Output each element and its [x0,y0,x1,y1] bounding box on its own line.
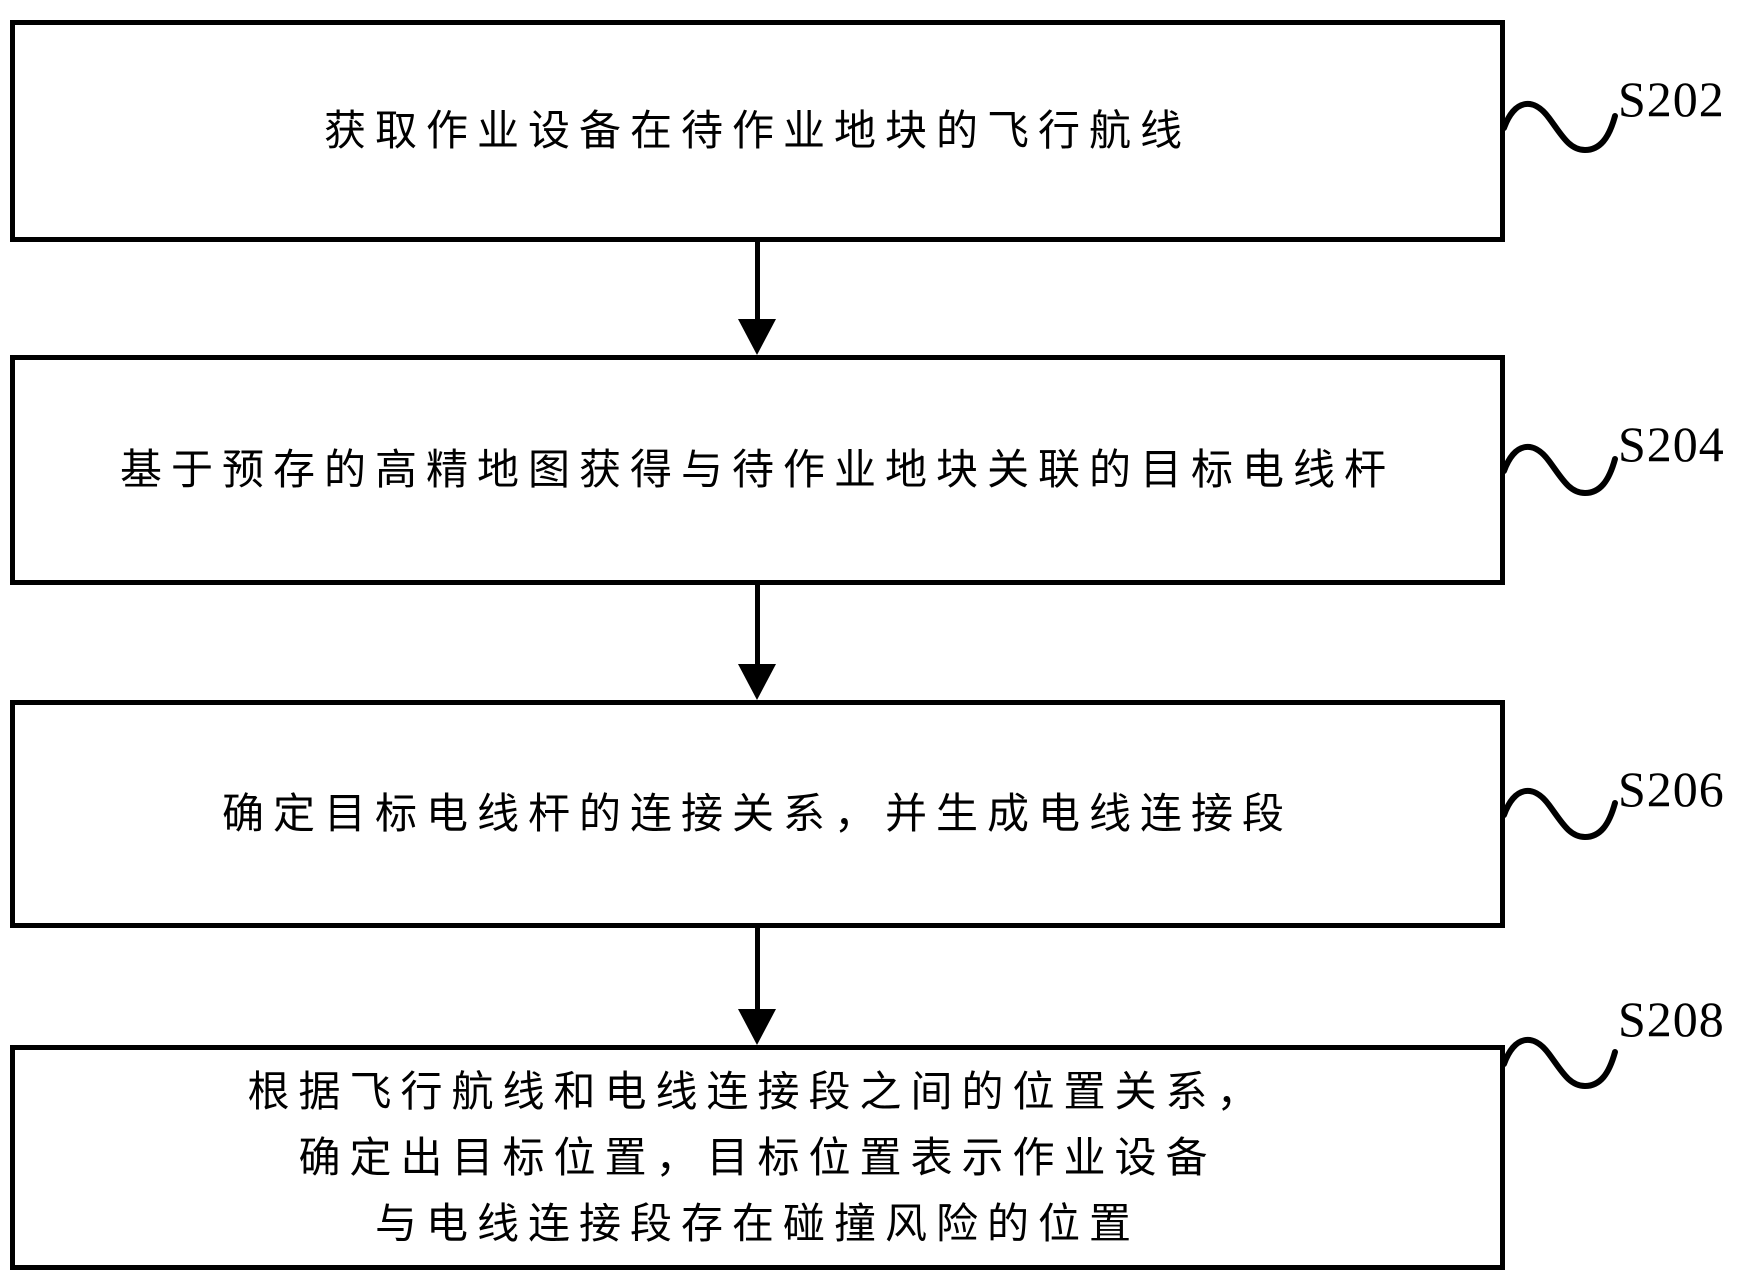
box-text: 获取作业设备在待作业地块的飞行航线 [15,98,1500,164]
box-text-line: 根据飞行航线和电线连接段之间的位置关系， [247,1066,1268,1116]
arrow-head [738,319,776,355]
box-text-line: 确定目标电线杆的连接关系，并生成电线连接段 [221,789,1293,838]
wavy-connector-icon [1501,443,1618,497]
step-label: S208 [1618,991,1725,1047]
wavy-connector-icon [1501,787,1618,841]
step-label: S206 [1618,761,1725,817]
flowchart-box-step-2: 基于预存的高精地图获得与待作业地块关联的目标电线杆 [10,355,1505,585]
box-text: 基于预存的高精地图获得与待作业地块关联的目标电线杆 [15,437,1500,503]
arrow-down-icon [738,928,776,1045]
arrow-stem [754,928,760,1009]
flowchart-box-step-4: 根据飞行航线和电线连接段之间的位置关系， 确定出目标位置，目标位置表示作业设备 … [10,1045,1505,1270]
box-text: 确定目标电线杆的连接关系，并生成电线连接段 [15,781,1500,847]
arrow-down-icon [738,242,776,355]
arrow-head [738,664,776,700]
arrow-down-icon [738,585,776,700]
flowchart-box-step-1: 获取作业设备在待作业地块的飞行航线 [10,20,1505,242]
box-text-line: 获取作业设备在待作业地块的飞行航线 [323,106,1191,155]
arrow-head [738,1009,776,1045]
step-label: S202 [1618,71,1725,127]
box-text-line: 基于预存的高精地图获得与待作业地块关联的目标电线杆 [119,445,1395,494]
arrow-stem [754,242,760,319]
flowchart-box-step-3: 确定目标电线杆的连接关系，并生成电线连接段 [10,700,1505,928]
arrow-stem [754,585,760,664]
step-label: S204 [1618,416,1725,472]
box-text-line: 与电线连接段存在碰撞风险的位置 [374,1198,1140,1248]
wavy-connector-icon [1501,1036,1618,1090]
wavy-connector-icon [1501,100,1618,154]
box-text-line: 确定出目标位置，目标位置表示作业设备 [298,1132,1217,1182]
box-text: 根据飞行航线和电线连接段之间的位置关系， 确定出目标位置，目标位置表示作业设备 … [15,1059,1500,1257]
